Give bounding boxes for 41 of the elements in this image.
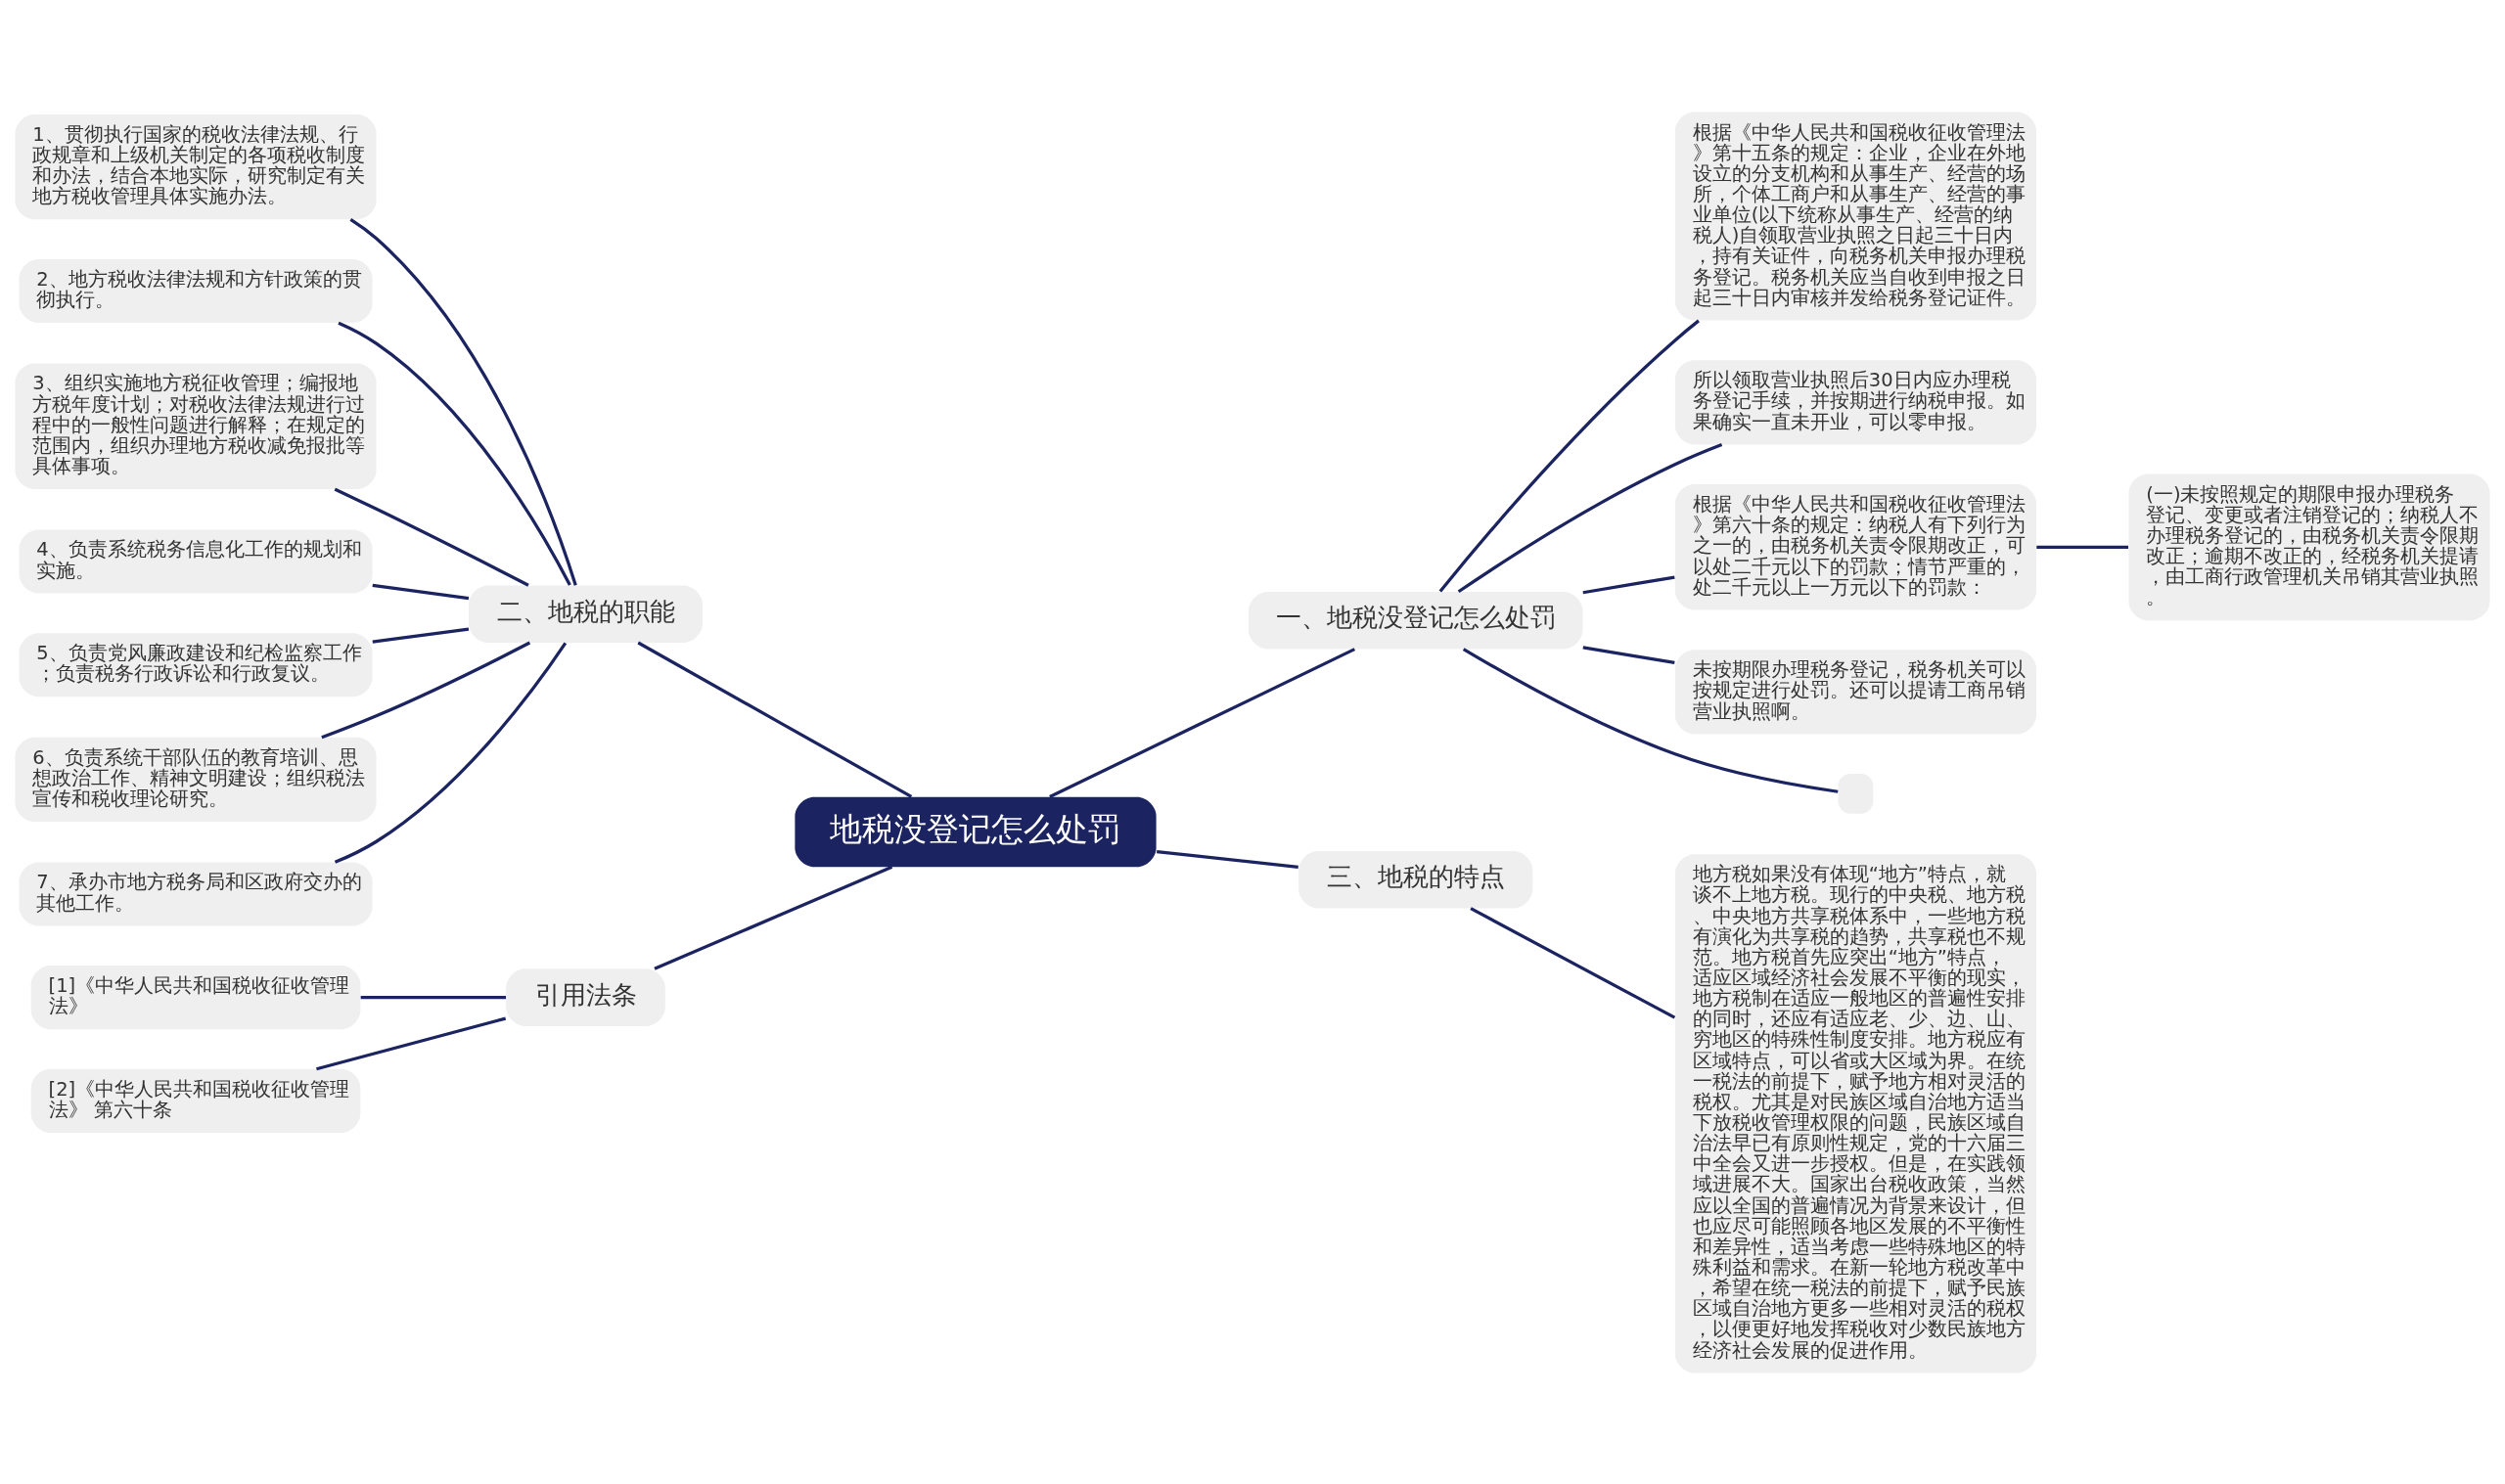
node-box: 二、地税的职能 [468, 584, 704, 643]
connector [316, 1016, 507, 1070]
node-box: 引用法条 [506, 967, 665, 1026]
node-box: 2、地方税收法律法规和方针政策的贯彻执行。 [19, 258, 373, 323]
connector [1470, 906, 1676, 1019]
connector [338, 321, 571, 586]
node-box: (一)未按照规定的期限申报办理税务登记、变更或者注销登记的；纳税人不办理税务登记的，由税务机关责令限期改正；逾期不改正的，经税务机关提请，由工商行政管理机关吊销其营业执照。 [2128, 473, 2490, 620]
node-box: 4、负责系统税务信息化工作的规划和实施。 [19, 528, 373, 593]
connector [334, 642, 568, 864]
connector [360, 995, 506, 999]
connector [372, 583, 470, 600]
node-box: 地方税如果没有体现“地方”特点，就谈不上地方税。现行的中央税、地方税、中央地方共享税体系中，一些地方税有演化为共享税的趋势，共享税也不规范。地方税首先应突出“地方”特点，适应区域经济社会发展不平衡的现实，地方税制在适应一般地区的普遍性安排的同时，还应有适应老、少、边、山、穷地区的特殊性制度安排。地方税应有区域特点，可以省或大区域为界。在统一税法的前提下，赋予地方相对灵活的税权。尤其是对民族区域自治地方适当下放税收管理权限的问题，民族区域自治法早已有原则性规定，党的十六届三中全会又进一步授权。但是，在实践领域进展不大。国家出台税收政策，当然应以全国的普遍情况为背景来设计，但也应尽可能照顾各地区发展的不平衡性和差异性，适当考虑一些特殊地区的特殊利益和需求。在新一轮地方税改革中，希望在统一税法的前提下，赋予民族区域自治地方更多一些相对灵活的税权，以便更好地发挥税收对少数民族地方经济社会发展的促进作用。 [1674, 853, 2037, 1372]
node-box: 6、负责系统干部队伍的教育培训、思想政治工作、精神文明建设；组织税法宣传和税收理论研究。 [15, 737, 377, 822]
connector [637, 641, 913, 798]
node-box: 地税没登记怎么处罚 [795, 796, 1157, 867]
connector [321, 641, 531, 739]
connector [334, 487, 529, 587]
node-box: 5、负责党风廉政建设和纪检监察工作；负责税务行政诉讼和行政复议。 [19, 632, 373, 697]
node-box: 根据《中华人民共和国税收征收管理法》第十五条的规定：企业，企业在外地设立的分支机构和从事生产、经营的场所，个体工商户和从事生产、经营的事业单位(以下统称从事生产、经营的纳税人)自领取营业执照之日起三十日内，持有关证件，向税务机关申报办理税务登记。税务机关应当自收到申报之日起三十日内审核并发给税务登记证件。 [1674, 112, 2037, 321]
connector [1457, 442, 1723, 593]
connector [654, 865, 893, 970]
node-box: 所以领取营业执照后30日内应办理税务登记手续，并按期进行纳税申报。如果确实一直未开业，可以零申报。 [1674, 359, 2037, 444]
node-box: 根据《中华人民共和国税收征收管理法》第六十条的规定：纳税人有下列行为之一的，由税务机关责令限期改正，可以处二千元以下的罚款；情节严重的，处二千元以上一万元以下的罚款： [1674, 483, 2037, 610]
connector [1049, 647, 1356, 798]
connector [1582, 645, 1675, 664]
connector [1438, 319, 1700, 593]
node-box: 一、地税没登记怎么处罚 [1248, 591, 1583, 649]
connector [1156, 849, 1298, 869]
node-box: [2]《中华人民共和国税收征收管理法》 第六十条 [30, 1068, 361, 1133]
node-box: 未按期限办理税务登记，税务机关可以按规定进行处罚。还可以提请工商吊销营业执照啊。 [1674, 649, 2037, 734]
node-box [1838, 773, 1874, 814]
node-box: [1]《中华人民共和国税收征收管理法》 [30, 965, 361, 1029]
connector [1462, 647, 1839, 793]
connector [2036, 545, 2128, 549]
connector [1582, 575, 1675, 594]
connector [349, 217, 577, 586]
node-box: 三、地税的特点 [1298, 850, 1533, 909]
connector [372, 627, 470, 644]
node-box: 3、组织实施地方税征收管理；编报地方税年度计划；对税收法律法规进行过程中的一般性问题进行解释；在规定的范围内，组织办理地方税收减免报批等具体事项。 [15, 363, 377, 489]
node-box: 1、贯彻执行国家的税收法律法规、行政规章和上级机关制定的各项税收制度和办法，结合本地实际，研究制定有关地方税收管理具体实施办法。 [15, 113, 377, 219]
node-box: 7、承办市地方税务局和区政府交办的其他工作。 [19, 861, 373, 925]
